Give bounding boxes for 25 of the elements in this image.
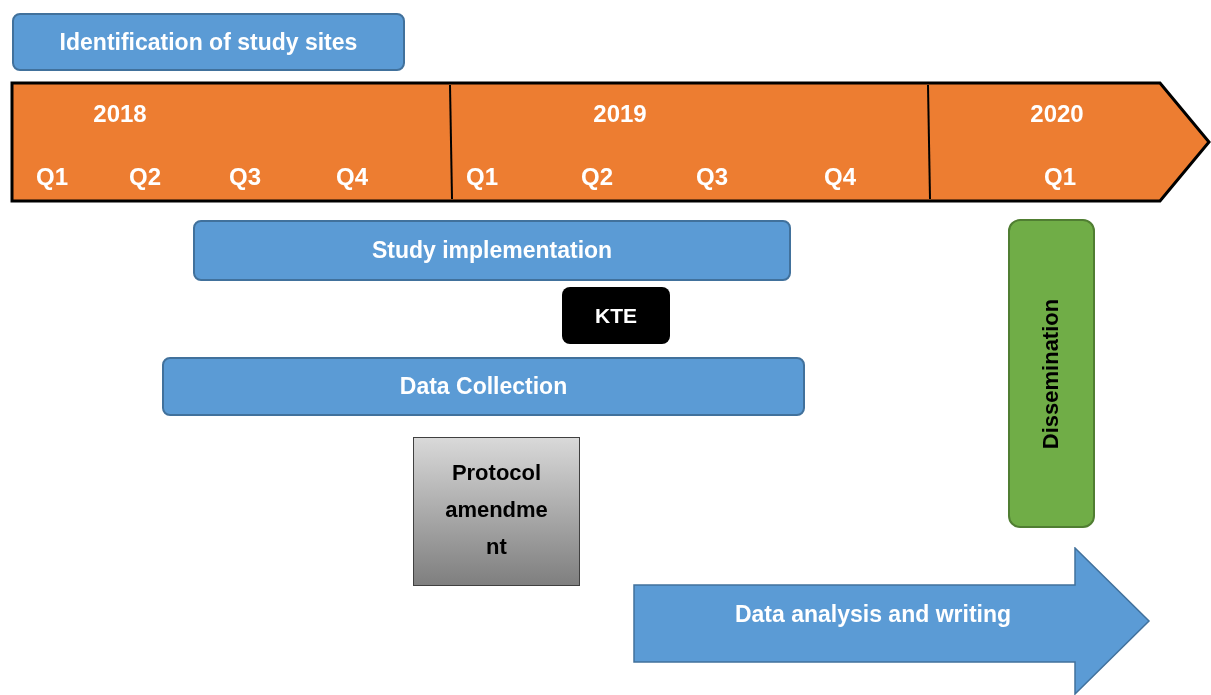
bar-label: Data analysis and writing (734, 602, 1012, 626)
box-label: KTE (595, 302, 637, 329)
bar-label: Data Collection (399, 372, 568, 402)
box-label: Protocol amendment (444, 459, 549, 561)
activity-bar (162, 357, 805, 416)
milestone-box (413, 437, 580, 586)
quarter-label: Q1 (36, 165, 68, 189)
year-label: 2018 (93, 102, 147, 126)
year-label: 2019 (593, 102, 647, 126)
quarter-label: Q3 (229, 165, 261, 189)
quarter-label: Q1 (1044, 165, 1076, 189)
activity-bar (12, 13, 405, 71)
activity-bar (193, 220, 791, 281)
activity-bar (1008, 219, 1095, 528)
bar-label: Study implementation (371, 236, 613, 266)
quarter-label: Q2 (129, 165, 161, 189)
quarter-label: Q3 (696, 165, 728, 189)
quarter-label: Q4 (336, 165, 368, 189)
bar-label: Dissemination (1040, 298, 1063, 449)
quarter-label: Q1 (466, 165, 498, 189)
quarter-label: Q2 (581, 165, 613, 189)
year-label: 2020 (1030, 102, 1084, 126)
bar-label: Identification of study sites (59, 27, 358, 57)
milestone-box (562, 287, 670, 344)
quarter-label: Q4 (824, 165, 856, 189)
